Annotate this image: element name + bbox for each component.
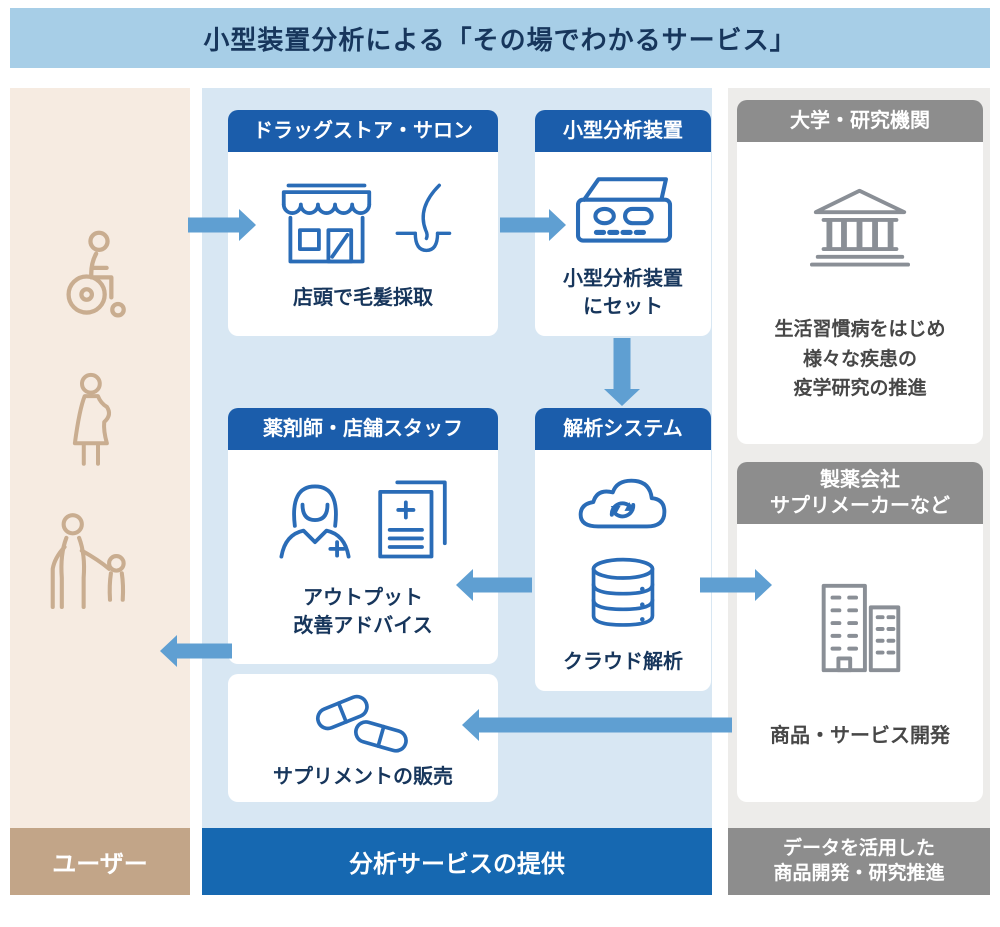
analysis-caption: クラウド解析 — [563, 650, 683, 673]
supplement-card: サプリメントの販売 — [228, 674, 498, 802]
storefront-icon — [274, 176, 379, 271]
pharma-card-header: 製薬会社 サプリメーカーなど — [737, 462, 983, 524]
capsules-icon — [301, 685, 426, 763]
service-lane-footer: 分析サービスの提供 — [202, 828, 712, 895]
wheelchair-user-icon — [42, 228, 137, 323]
report-documents-icon — [365, 471, 460, 566]
device-card: 小型分析装置 小型分析装置 にセット — [535, 110, 711, 336]
supplement-caption: サプリメントの販売 — [273, 766, 453, 789]
analyzer-device-icon — [559, 167, 687, 259]
university-building-icon — [804, 183, 916, 285]
arrow-device-to-analysis — [604, 338, 640, 406]
arrow-users-to-drugstore — [188, 210, 256, 240]
arrow-analysis-to-staff — [456, 570, 532, 600]
database-icon — [577, 553, 669, 638]
arrow-staff-to-users — [160, 636, 232, 666]
arrow-pharma-to-supplement — [462, 710, 732, 740]
pharmacist-icon — [267, 474, 363, 570]
analysis-card: 解析システム — [535, 408, 711, 691]
drugstore-caption: 店頭で毛髪採取 — [293, 287, 433, 310]
pharma-caption: 商品・サービス開発 — [770, 725, 950, 748]
university-card-header: 大学・研究機関 — [737, 100, 983, 142]
pharma-card: 製薬会社 サプリメーカーなど 商品・サービス開発 — [737, 462, 983, 802]
elderly-with-child-icon — [40, 512, 140, 622]
page-title: 小型装置分析による「その場でわかるサービス」 — [10, 8, 990, 68]
device-caption: 小型分析装置 にセット — [563, 267, 683, 318]
cloud-sync-icon — [567, 466, 679, 544]
staff-card-header: 薬剤師・店舗スタッフ — [228, 408, 498, 450]
device-card-header: 小型分析装置 — [535, 110, 711, 152]
office-buildings-icon — [806, 574, 914, 682]
drugstore-card-header: ドラッグストア・サロン — [228, 110, 498, 152]
drugstore-card: ドラッグストア・サロン — [228, 110, 498, 336]
arrow-analysis-to-pharma — [700, 570, 772, 600]
staff-caption: アウトプット 改善アドバイス — [293, 587, 433, 637]
university-card: 大学・研究機関 生活習慣病をはじめ 様々な疾患の 疫学研究の推進 — [737, 100, 983, 444]
pregnant-woman-icon — [50, 372, 130, 479]
university-caption: 生活習慣病をはじめ 様々な疾患の 疫学研究の推進 — [774, 319, 946, 399]
staff-card: 薬剤師・店舗スタッフ — [228, 408, 498, 664]
analysis-card-header: 解析システム — [535, 408, 711, 450]
arrow-drugstore-to-device — [500, 210, 566, 240]
hair-follicle-icon — [393, 180, 453, 266]
partner-lane-footer: データを活用した 商品開発・研究推進 — [728, 828, 990, 895]
user-lane-footer: ユーザー — [10, 828, 190, 895]
